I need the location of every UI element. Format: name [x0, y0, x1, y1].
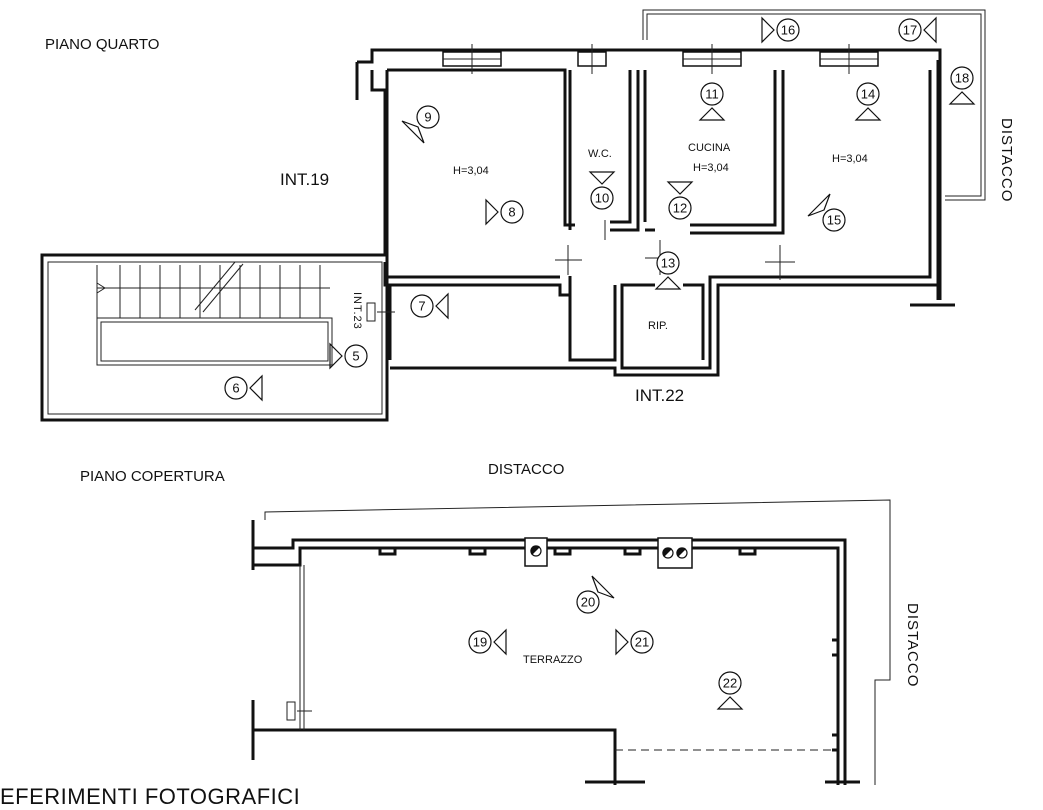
photo-point-circle	[224, 376, 248, 400]
parapet-notches	[378, 548, 840, 752]
photo-point-circle	[590, 186, 614, 210]
photo-point-5: 5	[329, 342, 368, 370]
photo-reference-points: 5 6 7 8 9 10 11 12 13 14 15 16 17 18 19 20 21 22	[224, 16, 976, 710]
photo-point-circle	[344, 344, 368, 368]
unit-int19-label: INT.19	[280, 170, 330, 189]
photo-point-number: 8	[508, 205, 515, 220]
view-direction-icon	[716, 696, 744, 710]
view-direction-icon	[948, 91, 976, 105]
photo-point-number: 15	[827, 213, 841, 228]
room-kitchen-height: H=3,04	[693, 162, 729, 174]
photo-point-circle	[776, 18, 800, 42]
photo-point-11: 11	[698, 82, 726, 121]
room-kitchen-label: CUCINA	[688, 142, 731, 154]
photo-point-number: 13	[661, 256, 675, 271]
photo-point-circle	[718, 671, 742, 695]
lower-floor-title: PIANO COPERTURA	[80, 468, 225, 485]
photo-point-15: 15	[807, 193, 846, 232]
view-direction-icon	[329, 342, 343, 370]
photo-point-circle	[468, 630, 492, 654]
photo-point-number: 6	[232, 381, 239, 396]
photo-point-circle	[410, 294, 434, 318]
photo-point-number: 5	[352, 349, 359, 364]
view-direction-icon	[615, 628, 629, 656]
view-direction-icon	[654, 276, 682, 290]
view-direction-icon	[485, 198, 499, 226]
photo-point-number: 11	[705, 87, 719, 102]
room-storage-label: RIP.	[648, 320, 668, 332]
photo-point-16: 16	[761, 16, 800, 44]
photo-point-circle	[700, 82, 724, 106]
photo-point-8: 8	[485, 198, 524, 226]
photo-point-12: 12	[666, 181, 694, 220]
photo-point-circle	[856, 82, 880, 106]
view-direction-icon	[493, 628, 507, 656]
photo-point-9: 9	[401, 105, 440, 144]
photo-point-18: 18	[948, 66, 976, 105]
photo-point-number: 12	[673, 201, 687, 216]
photo-point-circle	[656, 251, 680, 275]
room-wc-label: W.C.	[588, 148, 612, 160]
photo-point-14: 14	[854, 82, 882, 121]
roof-floor-plan	[251, 499, 891, 785]
photo-point-10: 10	[588, 171, 616, 210]
view-direction-icon	[588, 171, 616, 185]
staircase	[40, 253, 395, 422]
photo-point-7: 7	[410, 292, 449, 320]
photo-point-number: 14	[861, 87, 875, 102]
photo-point-number: 18	[955, 71, 969, 86]
upper-floor-title: PIANO QUARTO	[45, 36, 160, 53]
photo-point-number: 22	[723, 676, 737, 691]
photo-point-22: 22	[716, 671, 744, 710]
photo-point-circle	[822, 208, 846, 232]
distacco-lower-right: DISTACCO	[904, 603, 921, 688]
photo-point-number: 16	[781, 23, 795, 38]
photo-point-number: 9	[424, 110, 431, 125]
terrace-label: TERRAZZO	[523, 654, 583, 666]
view-direction-icon	[923, 16, 937, 44]
view-direction-icon	[698, 107, 726, 121]
photo-point-circle	[898, 18, 922, 42]
photo-point-circle	[416, 105, 440, 129]
photo-point-number: 19	[473, 635, 487, 650]
photo-point-circle	[630, 630, 654, 654]
photo-point-circle	[668, 196, 692, 220]
unit-int23-label: INT.23	[351, 292, 363, 330]
photo-point-number: 21	[635, 635, 649, 650]
chimneys	[524, 537, 693, 569]
view-direction-icon	[591, 575, 615, 599]
photo-point-20: 20	[576, 575, 615, 614]
unit-int22-label: INT.22	[635, 386, 685, 405]
photo-point-19: 19	[468, 628, 507, 656]
photo-point-17: 17	[898, 16, 937, 44]
view-direction-icon	[435, 292, 449, 320]
room-right-height: H=3,04	[832, 153, 868, 165]
view-direction-icon	[807, 193, 831, 217]
view-direction-icon	[854, 107, 882, 121]
photo-point-number: 17	[903, 23, 917, 38]
photo-point-circle	[500, 200, 524, 224]
distacco-upper-right: DISTACCO	[998, 118, 1015, 203]
photo-point-21: 21	[615, 628, 654, 656]
room-left-height: H=3,04	[453, 165, 489, 177]
photo-point-number: 10	[595, 191, 609, 206]
photo-references-caption: EFERIMENTI FOTOGRAFICI	[0, 784, 301, 809]
view-direction-icon	[761, 16, 775, 44]
upper-windows	[442, 44, 879, 74]
photo-point-circle	[950, 66, 974, 90]
distacco-lower-top: DISTACCO	[488, 461, 565, 478]
view-direction-icon	[249, 374, 263, 402]
upper-floor-plan	[40, 9, 986, 422]
photo-point-number: 7	[418, 299, 425, 314]
view-direction-icon	[401, 120, 425, 144]
photo-point-circle	[576, 590, 600, 614]
photo-point-6: 6	[224, 374, 263, 402]
photo-point-number: 20	[581, 595, 595, 610]
view-direction-icon	[666, 181, 694, 195]
photo-point-13: 13	[654, 251, 682, 290]
